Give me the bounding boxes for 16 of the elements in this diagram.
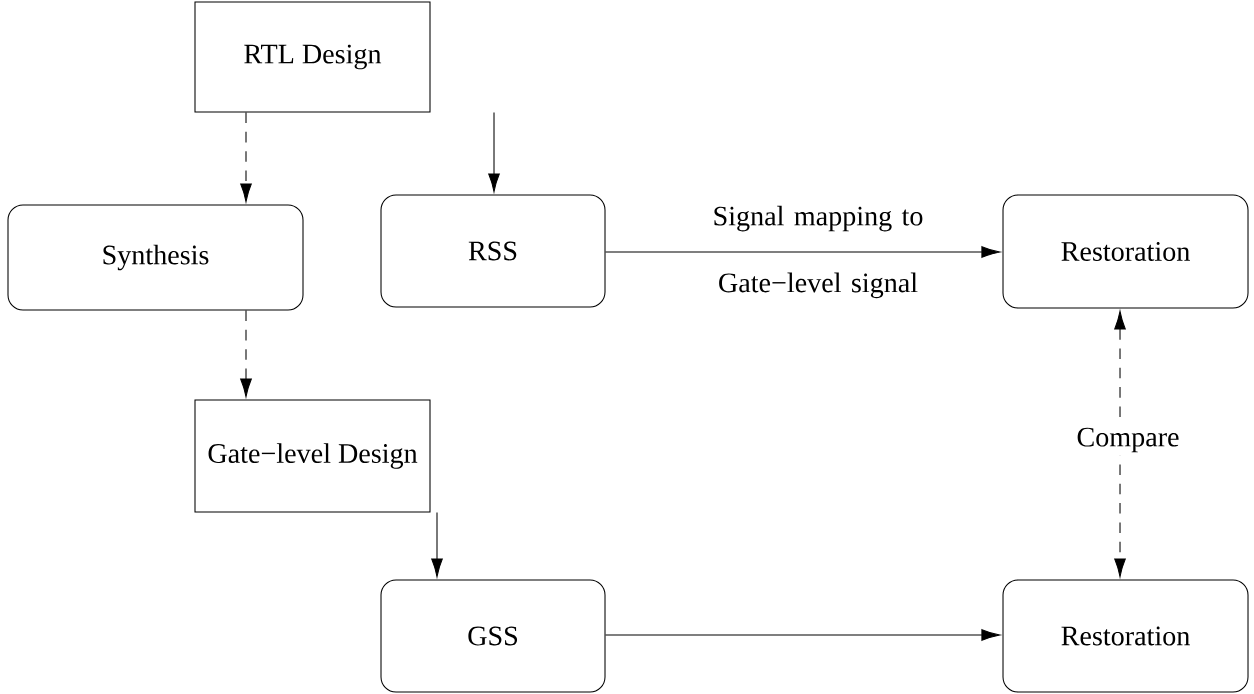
arrow [240, 310, 252, 398]
design-box: Gate−level Design [194, 399, 431, 513]
design-box: RTL Design [194, 1, 431, 113]
arrow [605, 629, 1001, 641]
arrow [240, 112, 252, 203]
arrow [488, 112, 500, 193]
arrow [605, 246, 1001, 258]
process-box: RSS [380, 194, 606, 308]
arrow [431, 512, 443, 578]
process-box: Restoration [1002, 579, 1249, 693]
process-box: Restoration [1002, 194, 1249, 309]
process-box: Synthesis [7, 204, 304, 311]
arrow [1114, 310, 1126, 578]
edge-label: Compare [1072, 424, 1184, 456]
process-box: GSS [380, 579, 606, 693]
edge-label: Signal mapping to Gate−level signal [714, 205, 923, 299]
